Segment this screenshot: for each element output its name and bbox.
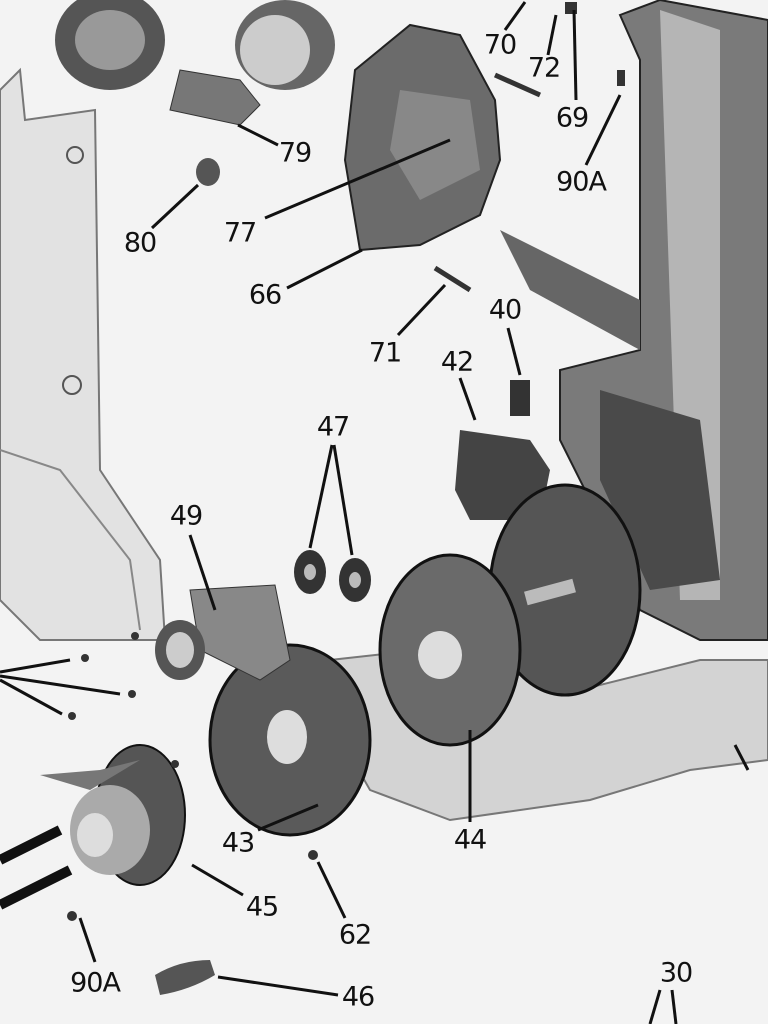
label-90a-top: 90A (556, 166, 607, 198)
part-top-left-assembly (55, 0, 335, 90)
label-43: 43 (221, 827, 255, 859)
label-47: 47 (316, 411, 350, 443)
part-42 (455, 430, 550, 520)
left-housing-panel (0, 67, 167, 641)
label-79: 79 (278, 137, 312, 169)
screws (67, 632, 318, 921)
label-71: 71 (368, 337, 402, 369)
label-49: 49 (169, 500, 203, 532)
part-49 (155, 584, 291, 681)
label-80: 80 (123, 227, 157, 259)
part-80 (196, 158, 220, 186)
part-46 (155, 960, 215, 995)
label-44: 44 (453, 824, 487, 856)
label-45: 45 (245, 891, 279, 923)
part-40 (510, 380, 530, 416)
part-71 (433, 265, 472, 293)
part-45 (40, 744, 186, 886)
label-30: 30 (659, 957, 693, 989)
label-70: 70 (483, 29, 517, 61)
label-69: 69 (555, 102, 589, 134)
leader-arrows (0, 1, 750, 1024)
label-77: 77 (223, 217, 257, 249)
cable (0, 825, 73, 910)
label-62: 62 (338, 919, 372, 951)
label-66: 66 (248, 279, 282, 311)
label-90a-bottom: 90A (70, 967, 121, 999)
part-79 (169, 69, 261, 126)
part-90a-top (617, 70, 625, 86)
label-46: 46 (341, 981, 375, 1013)
label-42: 42 (440, 346, 474, 378)
label-72: 72 (527, 52, 561, 84)
label-40: 40 (488, 294, 522, 326)
part-70-pin (493, 72, 542, 98)
